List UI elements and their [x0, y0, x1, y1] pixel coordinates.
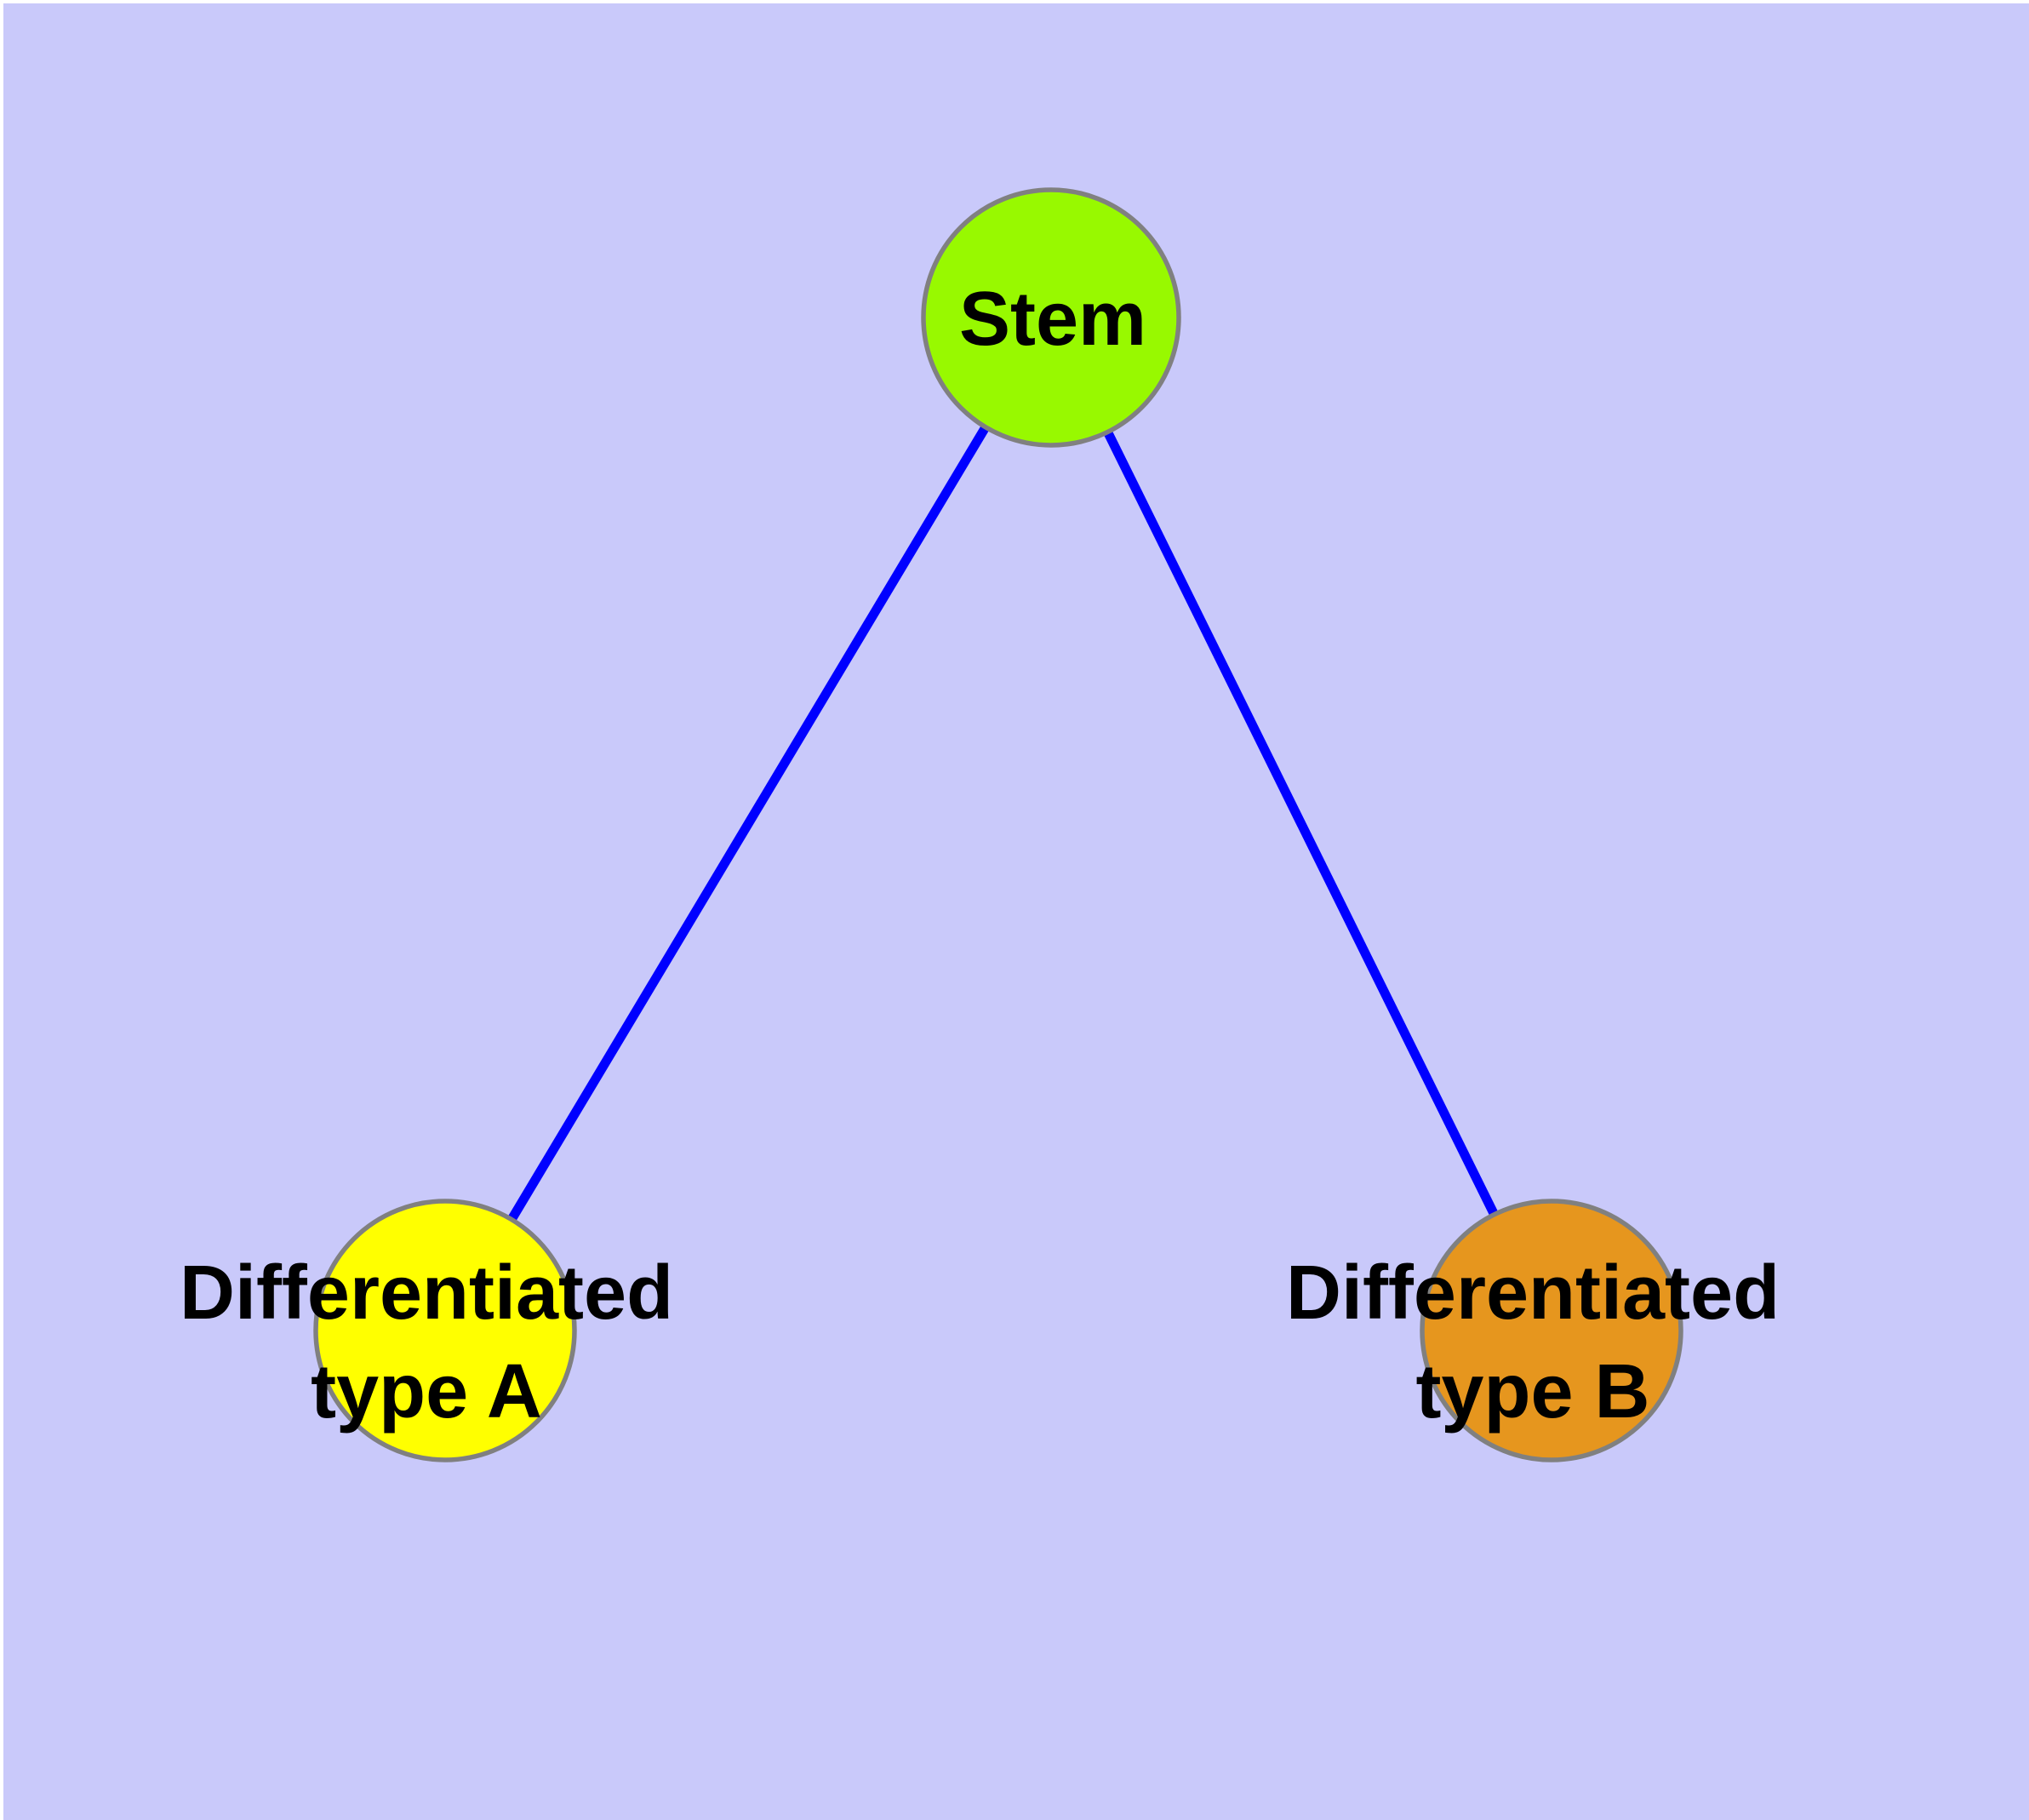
edge-stem-to-type-b	[1047, 315, 1556, 1333]
left-margin-strip	[0, 0, 3, 1820]
node-type-a-circle	[313, 1199, 577, 1462]
node-type-b-label: Differentiated type B	[1285, 1251, 1780, 1434]
top-margin-strip	[0, 0, 2029, 3]
node-type-b-circle	[1420, 1199, 1683, 1462]
node-stem-label: Stem	[958, 277, 1147, 362]
node-stem-circle	[921, 187, 1181, 448]
edge-stem-to-type-a	[441, 315, 1055, 1333]
node-type-a-label: Differentiated type A	[179, 1251, 674, 1434]
